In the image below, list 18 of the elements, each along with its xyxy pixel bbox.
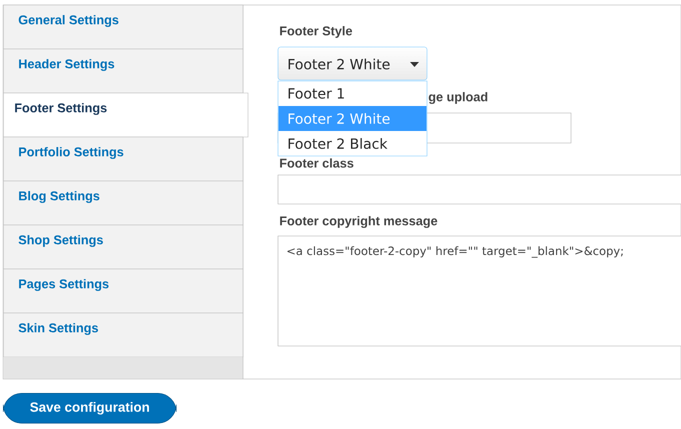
tab: Footer Settings	[3, 92, 248, 138]
tab: Portfolio Settings	[3, 136, 244, 182]
field-label: Footer copyright message	[280, 216, 438, 228]
tab: Skin Settings	[3, 312, 244, 358]
field-label: Footer Style	[280, 26, 352, 38]
tab: Blog Settings	[3, 180, 244, 226]
field-label: ge upload	[428, 92, 488, 104]
select-dropdown: Footer 2 White	[278, 46, 428, 80]
tab: Shop Settings	[3, 224, 244, 270]
text-area: <a class="footer-2-copy" href="" target="_blank">&copy;	[278, 236, 681, 346]
save-button: Save configuration	[3, 393, 177, 424]
tab: General Settings	[3, 4, 244, 50]
dropdown-option: Footer 2 Black	[288, 138, 388, 149]
tab: Header Settings	[3, 48, 244, 94]
dropdown-option: Footer 1	[288, 88, 344, 99]
field-label: Footer class	[280, 158, 354, 168]
tab: Pages Settings	[3, 268, 244, 314]
dropdown-option: Footer 2 White	[278, 106, 426, 131]
